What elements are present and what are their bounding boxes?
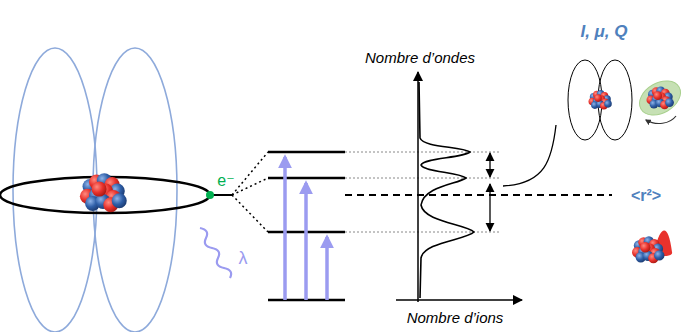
leader-line (503, 125, 556, 186)
axis-title: Nombre d’ondes (365, 49, 475, 66)
x-axis (396, 299, 522, 301)
axis-title: Nombre d’ions (407, 309, 504, 326)
moment-label: I, μ, Q (580, 22, 627, 42)
nucleon (640, 242, 650, 252)
energy-levels (268, 152, 345, 300)
wavelength-label: λ (239, 248, 248, 269)
nucleon (654, 250, 664, 260)
nucleon (604, 100, 612, 108)
radius-label: <r²> (631, 187, 661, 205)
photon-wave (200, 228, 231, 278)
spectrum-curve (419, 82, 474, 298)
electron-dot (206, 191, 214, 199)
electron-orbit (0, 177, 210, 213)
dipole-field (568, 60, 602, 140)
nucleus (646, 86, 673, 109)
nucleon (594, 94, 602, 102)
field-line (13, 48, 97, 332)
laser-arrows (285, 157, 327, 300)
splitting-lines (232, 152, 268, 232)
electron-label: e⁻ (217, 172, 234, 190)
nucleus (80, 173, 127, 212)
nucleon (92, 182, 107, 197)
reference-line (345, 194, 612, 196)
y-axis (417, 72, 419, 302)
spacing-arrow (489, 153, 490, 177)
dipole-field (598, 60, 632, 140)
spacing-arrow (489, 184, 490, 231)
rotation-arrow (646, 116, 676, 123)
nucleon (112, 193, 127, 208)
nucleon (653, 91, 662, 100)
deformation-ellipse (633, 74, 686, 122)
nucleus (632, 236, 664, 263)
nucleon (665, 98, 674, 107)
nucleus (589, 90, 612, 109)
